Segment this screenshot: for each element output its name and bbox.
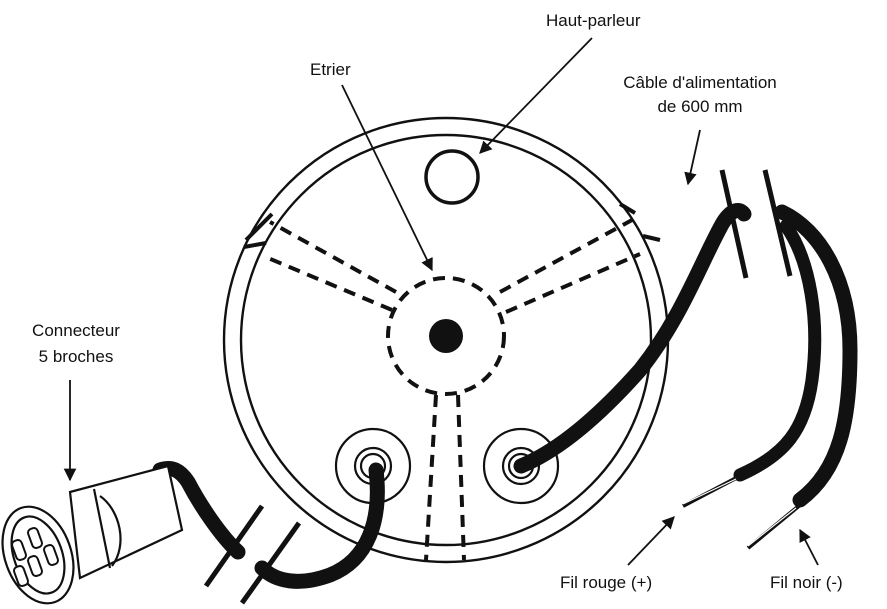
speaker-circle (424, 149, 480, 205)
callout-arrows (63, 37, 819, 566)
connector-label-line2: 5 broches (39, 347, 114, 366)
power-cable (513, 203, 858, 508)
bracket-center-dot (429, 319, 463, 353)
bracket-label: Etrier (310, 60, 351, 79)
speaker-label: Haut-parleur (546, 11, 641, 30)
connector-cable-break (203, 504, 302, 605)
black-wire-label: Fil noir (-) (770, 573, 843, 592)
power-cable-label-line1: Câble d'alimentation (623, 73, 777, 92)
red-wire-label: Fil rouge (+) (560, 573, 652, 592)
rim-tick (618, 202, 637, 215)
connector-pins (11, 527, 59, 587)
power-cable-arrow (684, 129, 701, 186)
rim-tick (243, 241, 267, 249)
power-cable-break (719, 169, 793, 279)
bracket-arrow (341, 84, 433, 272)
five-pin-connector (1, 464, 184, 605)
power-cable-label-line2: de 600 mm (657, 97, 742, 116)
connector-boot (68, 464, 184, 580)
rim-tick (642, 234, 661, 242)
inner-ring (239, 133, 653, 547)
speaker-arrow (479, 37, 593, 154)
bracket-center-ring (386, 276, 506, 396)
connector-label-line1: Connecteur (32, 321, 120, 340)
connector-cable (152, 461, 385, 589)
bracket (267, 218, 641, 561)
rim-tick (244, 212, 274, 242)
black-wire-arrow (799, 528, 819, 566)
red-wire-end (682, 474, 741, 508)
black-wire-end (746, 503, 802, 550)
red-wire-arrow (627, 516, 675, 566)
